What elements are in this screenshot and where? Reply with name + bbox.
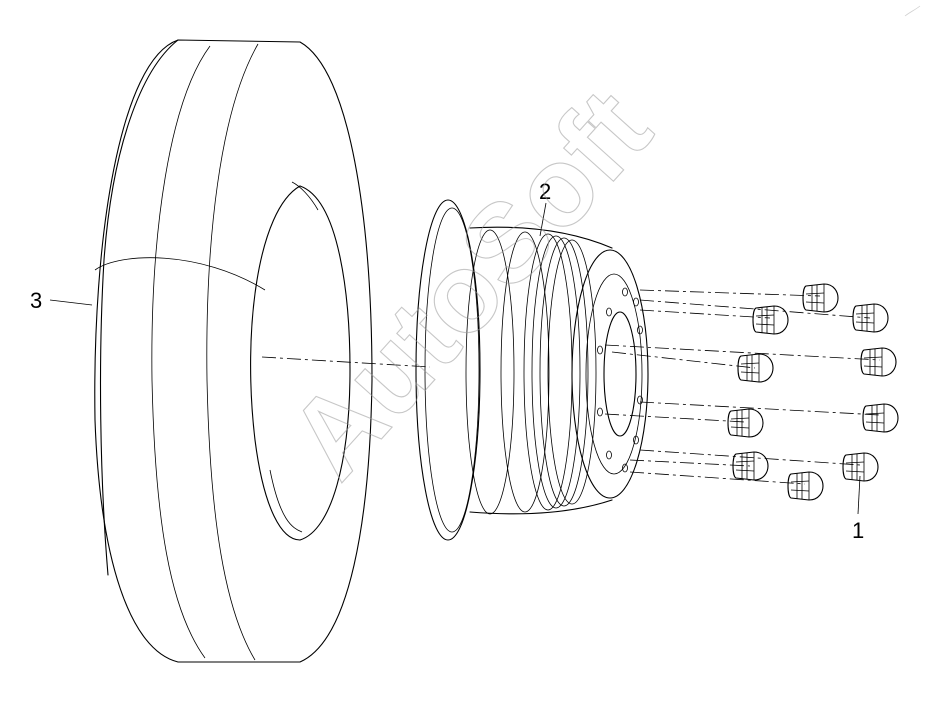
lug-nut bbox=[727, 408, 764, 438]
wheel-rim bbox=[415, 199, 649, 541]
center-axis-line bbox=[261, 356, 431, 368]
lug-nut bbox=[842, 452, 879, 482]
callout-3: 3 bbox=[30, 288, 93, 313]
callout-label-3: 3 bbox=[30, 288, 42, 313]
bolt-holes bbox=[597, 287, 643, 473]
callout-label-2: 2 bbox=[539, 179, 551, 204]
lug-nut bbox=[802, 283, 839, 313]
callout-1: 1 bbox=[852, 475, 864, 543]
lug-nut bbox=[852, 303, 889, 333]
lug-nut bbox=[737, 353, 774, 383]
lug-nuts bbox=[727, 283, 899, 501]
callout-label-1: 1 bbox=[852, 518, 864, 543]
lug-nut bbox=[860, 347, 897, 377]
nut-centerlines bbox=[604, 289, 881, 485]
lug-nut bbox=[732, 451, 769, 481]
lug-nut bbox=[787, 471, 824, 501]
callout-2: 2 bbox=[539, 179, 551, 237]
watermark-text: AutoSoft bbox=[265, 66, 674, 501]
tire bbox=[94, 39, 373, 663]
corner-scribble-icon bbox=[904, 5, 921, 17]
lug-nut bbox=[862, 403, 899, 433]
